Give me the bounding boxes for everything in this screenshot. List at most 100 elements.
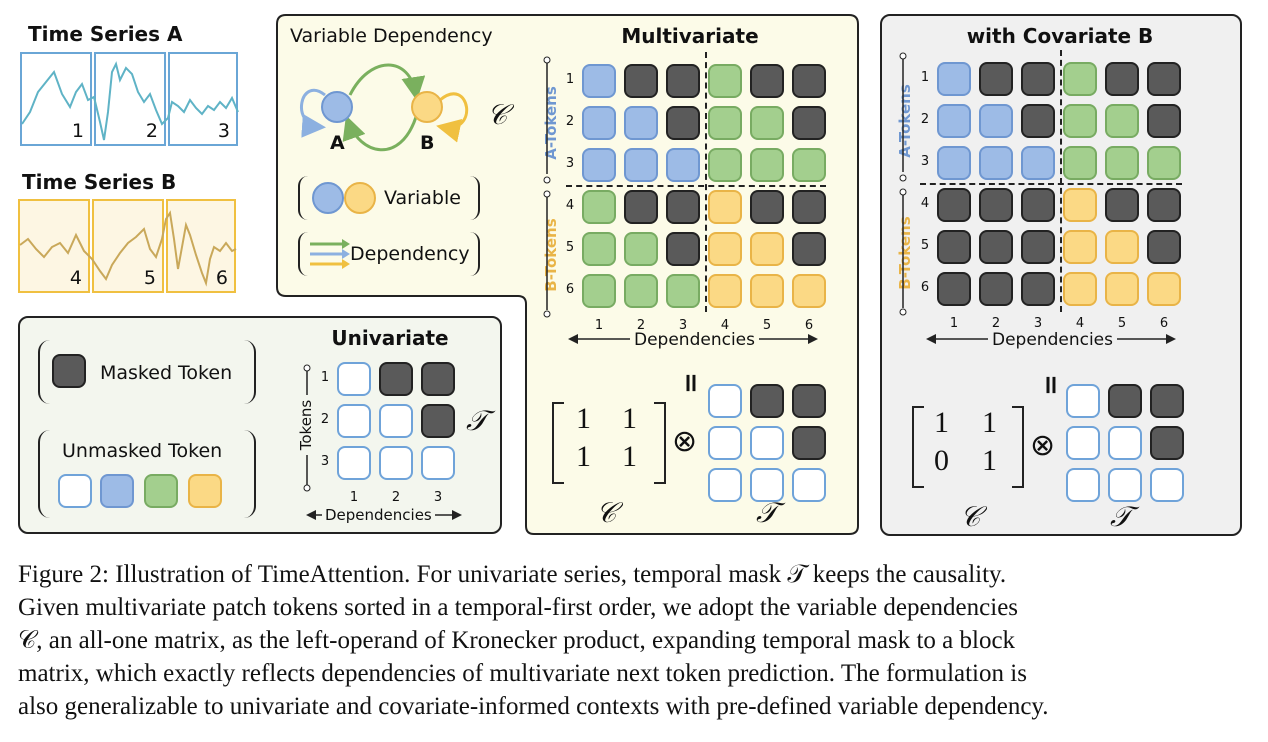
caption-line: Given multivariate patch tokens sorted i…	[18, 594, 1019, 621]
mask-cell	[1021, 188, 1055, 222]
univariate-title: Univariate	[331, 326, 449, 350]
mask-cell	[708, 148, 742, 182]
mask-cell	[624, 64, 658, 98]
multivariate-t-label: 𝒯	[756, 496, 778, 529]
mask-cell	[750, 426, 784, 460]
mask-cell	[421, 404, 455, 438]
covariate-x-label: Dependencies	[988, 330, 1117, 350]
mask-cell	[624, 148, 658, 182]
node-b-label: B	[420, 132, 435, 154]
block-divider	[705, 52, 707, 312]
mask-cell	[337, 446, 371, 480]
dependency-legend-label: Dependency	[350, 243, 470, 265]
multivariate-matrix-cell: 1	[622, 440, 637, 473]
mask-cell	[1063, 188, 1097, 222]
series-a-waveform	[21, 61, 239, 141]
row-tick-label: 3	[565, 156, 575, 171]
mask-cell	[582, 232, 616, 266]
mask-cell	[1021, 272, 1055, 306]
block-divider	[566, 185, 826, 187]
mask-cell	[1063, 146, 1097, 180]
mask-cell	[792, 190, 826, 224]
multivariate-matrix-cell: 1	[576, 440, 591, 473]
row-tick-label: 5	[920, 238, 930, 253]
unmasked-yellow-swatch	[188, 474, 222, 508]
row-tick-label: 4	[565, 198, 575, 213]
row-tick-label: 4	[920, 196, 930, 211]
caption-line: Figure 2: Illustration of TimeAttention.…	[18, 561, 1007, 588]
mask-cell	[937, 62, 971, 96]
multivariate-matrix-bracket-left	[552, 402, 564, 484]
covariate-matrix-cell: 1	[982, 406, 997, 439]
variable-legend-label: Variable	[384, 187, 461, 209]
mask-cell	[792, 384, 826, 418]
mask-cell	[666, 148, 700, 182]
mask-cell	[1105, 104, 1139, 138]
mask-cell	[666, 232, 700, 266]
mask-cell	[666, 190, 700, 224]
multivariate-c-label: 𝒞	[596, 496, 617, 529]
mask-cell	[666, 274, 700, 308]
mask-cell	[582, 106, 616, 140]
mask-cell	[979, 104, 1013, 138]
covariate-matrix-cell: 1	[934, 406, 949, 439]
mask-cell	[379, 446, 413, 480]
col-tick-label: 2	[636, 318, 646, 333]
mask-cell	[708, 384, 742, 418]
row-tick-label: 2	[920, 112, 930, 127]
mask-cell	[1150, 426, 1184, 460]
univariate-x-label: Dependencies	[322, 506, 435, 524]
unmasked-blue-swatch	[100, 474, 134, 508]
mask-cell	[750, 384, 784, 418]
mask-cell	[624, 274, 658, 308]
mask-cell	[792, 426, 826, 460]
mask-cell	[792, 468, 826, 502]
mask-cell	[708, 426, 742, 460]
univariate-t-symbol: 𝒯	[466, 404, 488, 437]
covariate-c-label: 𝒞	[960, 500, 981, 533]
caption-line: matrix, which exactly reflects dependenc…	[18, 660, 1027, 687]
node-a-label: A	[330, 132, 345, 154]
mask-cell	[582, 148, 616, 182]
covariate-matrix-bracket-left	[912, 406, 924, 488]
mask-cell	[1063, 272, 1097, 306]
univariate-y-label: Tokens	[297, 395, 315, 455]
mask-cell	[979, 62, 1013, 96]
row-tick-label: 2	[565, 114, 575, 129]
mask-cell	[750, 468, 784, 502]
mask-cell	[1021, 104, 1055, 138]
caption-line: also generalizable to univariate and cov…	[18, 693, 1049, 720]
masked-token-swatch	[52, 354, 86, 388]
mask-cell	[379, 404, 413, 438]
dependency-legend: Dependency	[298, 232, 480, 276]
mask-cell	[792, 274, 826, 308]
mask-cell	[1147, 146, 1181, 180]
mask-cell	[1021, 230, 1055, 264]
mask-cell	[582, 274, 616, 308]
patch-number: 5	[143, 267, 156, 289]
mask-cell	[1150, 468, 1184, 502]
mask-cell	[1108, 468, 1142, 502]
row-tick-label: 1	[920, 70, 930, 85]
patch-number: 4	[69, 267, 82, 289]
row-tick-label: 2	[320, 412, 330, 427]
row-tick-label: 3	[320, 454, 330, 469]
multivariate-title: Multivariate	[621, 24, 759, 48]
mask-cell	[979, 146, 1013, 180]
mask-cell	[1147, 104, 1181, 138]
mask-cell	[1150, 384, 1184, 418]
mask-cell	[937, 104, 971, 138]
row-tick-label: 1	[565, 72, 575, 87]
mask-cell	[937, 272, 971, 306]
col-tick-label: 4	[720, 318, 730, 333]
mask-cell	[937, 188, 971, 222]
mask-cell	[750, 274, 784, 308]
mask-cell	[1063, 104, 1097, 138]
mask-cell	[708, 64, 742, 98]
covariate-token-axis	[899, 52, 907, 316]
multivariate-matrix-cell: 1	[622, 402, 637, 435]
series-b-waveform	[19, 210, 237, 287]
unmasked-token-legend: Unmasked Token	[38, 430, 256, 518]
mask-cell	[582, 64, 616, 98]
col-tick-label: 1	[594, 318, 604, 333]
